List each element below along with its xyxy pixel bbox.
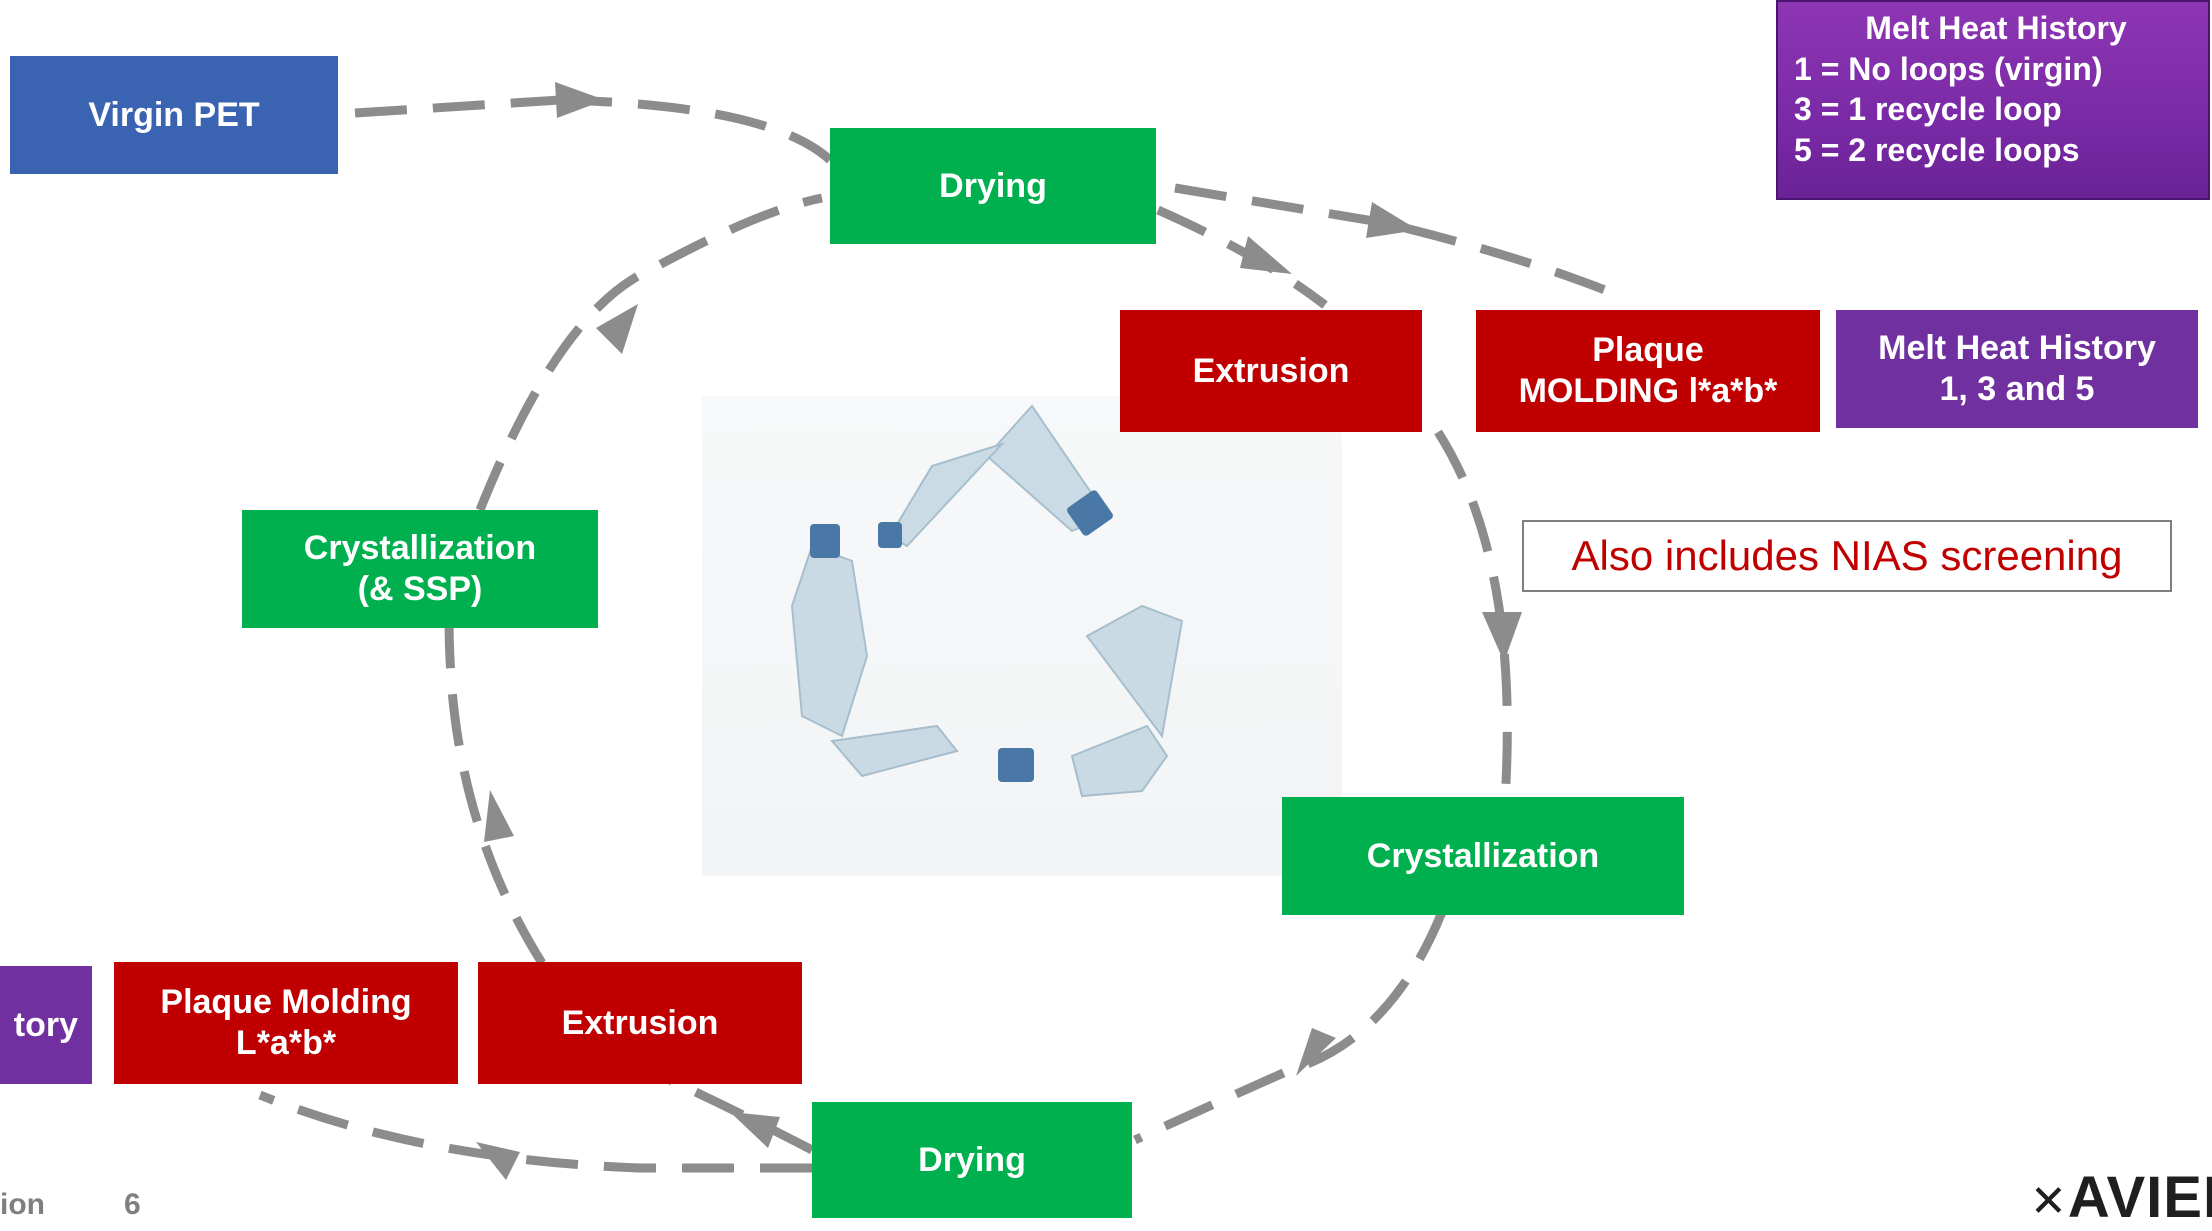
arrow-crystallization-to-drying-top bbox=[475, 193, 823, 512]
legend-line-2: 3 = 1 recycle loop bbox=[1794, 91, 2062, 128]
logo-text: AVIENT bbox=[2067, 1165, 2212, 1230]
arrow-extrusion-to-crystallization-left bbox=[444, 568, 546, 966]
bottles-icon bbox=[790, 404, 1184, 798]
legend-title: Melt Heat History bbox=[1865, 10, 2127, 46]
arrow-virgin-to-drying bbox=[354, 95, 561, 118]
arrow-drying-to-extrusion bbox=[1156, 205, 1328, 309]
avient-logo: ✕AVIENT bbox=[2030, 1164, 2212, 1231]
logo-mark-icon: ✕ bbox=[2030, 1177, 2068, 1227]
legend-line-1: 1 = No loops (virgin) bbox=[1794, 50, 2103, 87]
extrusion-top-box: Extrusion bbox=[1120, 310, 1422, 432]
arrow-drying-to-plaque bbox=[1174, 183, 1627, 303]
arrowhead-7 bbox=[476, 1142, 520, 1180]
nias-note: Also includes NIAS screening bbox=[1522, 520, 2172, 592]
crystallization-ssp-box: Crystallization (& SSP) bbox=[242, 510, 598, 628]
virgin-pet-box: Virgin PET bbox=[10, 56, 338, 174]
arrow-virgin-drying-end bbox=[559, 95, 834, 164]
arrow-drying-to-plaque-bottom bbox=[258, 1090, 812, 1173]
arrowhead-2 bbox=[1366, 202, 1418, 238]
arrow-extrusion-to-crystallization bbox=[1434, 429, 1512, 801]
drying-top-box: Drying bbox=[830, 128, 1156, 244]
page-number: 6 bbox=[124, 1188, 141, 1221]
crystallization-right-box: Crystallization bbox=[1282, 797, 1684, 915]
extrusion-bottom-box: Extrusion bbox=[478, 962, 802, 1084]
arrowhead-3 bbox=[1240, 236, 1292, 274]
arrowhead-1 bbox=[555, 82, 605, 118]
recycled-bottles-image bbox=[702, 396, 1342, 876]
plaque-molding-bottom-box: Plaque Molding L*a*b* bbox=[114, 962, 458, 1084]
arrowhead-8 bbox=[484, 790, 514, 842]
arrowhead-6 bbox=[730, 1112, 780, 1148]
legend-line-3: 5 = 2 recycle loops bbox=[1794, 131, 2080, 168]
arrow-drying-to-extrusion-bottom bbox=[668, 1075, 815, 1154]
plaque-molding-top-box: Plaque MOLDING l*a*b* bbox=[1476, 310, 1820, 432]
arrowhead-5 bbox=[1296, 1028, 1336, 1076]
melt-heat-history-right-box: Melt Heat History 1, 3 and 5 bbox=[1836, 310, 2198, 428]
melt-heat-history-legend: Melt Heat History 1 = No loops (virgin) … bbox=[1776, 0, 2210, 200]
footer-left-text: ion bbox=[0, 1188, 45, 1221]
arrowhead-9 bbox=[596, 304, 638, 354]
melt-heat-history-left-partial-box: tory bbox=[0, 966, 92, 1084]
drying-bottom-box: Drying bbox=[812, 1102, 1132, 1218]
arrow-crystallization-to-drying bbox=[1133, 910, 1447, 1145]
arrowhead-4 bbox=[1482, 612, 1522, 662]
